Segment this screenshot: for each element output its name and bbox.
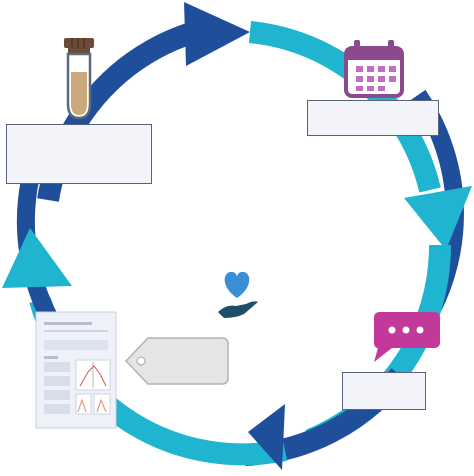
label-box-top-left	[6, 124, 152, 184]
label-box-top-right	[307, 100, 439, 136]
arrowhead-left	[2, 228, 72, 288]
price-tag-icon	[124, 337, 229, 385]
heart-hand-icon	[218, 271, 258, 318]
report-document-icon	[35, 311, 117, 429]
calendar-icon	[344, 40, 404, 98]
chat-bubble-icon	[374, 312, 440, 362]
label-box-bottom-right	[342, 372, 426, 410]
arrowhead-top	[184, 2, 250, 66]
arrowhead-bottom	[248, 404, 285, 470]
tag-text-area	[150, 340, 224, 382]
test-tube-icon	[64, 38, 94, 120]
arrowhead-right	[404, 186, 472, 250]
